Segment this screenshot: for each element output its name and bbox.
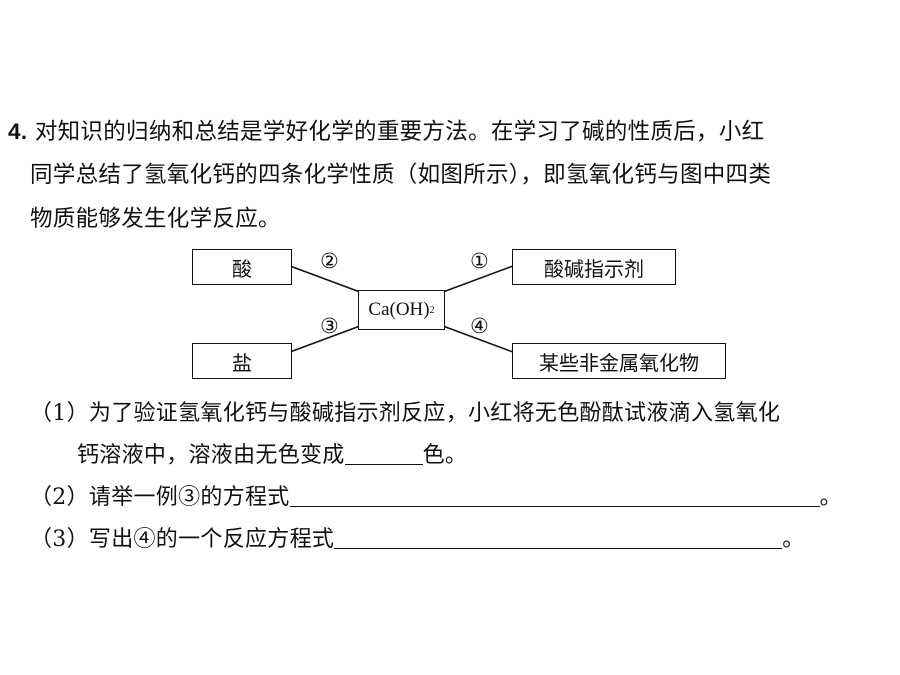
answer-blank-2[interactable] <box>289 486 820 507</box>
q1-suffix: 色。 <box>422 443 468 468</box>
question-stem-line-1: 4. 对知识的归纳和总结是学好化学的重要方法。在学习了碱的性质后，小红 <box>8 119 765 145</box>
mark-2: ② <box>320 249 339 273</box>
question-stem-line-2: 同学总结了氢氧化钙的四条化学性质（如图所示），即氢氧化钙与图中四类 <box>30 162 772 188</box>
sub-question-2: （2）请举一例③的方程式 。 <box>30 486 842 509</box>
sub-question-1-line-1: （1）为了验证氢氧化钙与酸碱指示剂反应，小红将无色酚酞试液滴入氢氧化 <box>30 401 781 426</box>
box-nonmetal-oxide: 某些非金属氧化物 <box>512 343 726 379</box>
connector-acid <box>289 265 361 293</box>
answer-blank-1[interactable] <box>344 444 423 465</box>
q2-prefix: （2）请举一例③的方程式 <box>30 485 290 510</box>
box-acid-base-indicator: 酸碱指示剂 <box>512 249 676 285</box>
q1-prefix: 钙溶液中，溶液由无色变成 <box>77 443 345 468</box>
connector-indicator <box>442 265 514 293</box>
box-calcium-hydroxide: Ca(OH)2 <box>358 290 445 330</box>
center-formula-subscript: 2 <box>429 304 435 316</box>
answer-blank-3[interactable] <box>334 528 783 549</box>
box-acid: 酸 <box>192 249 292 285</box>
mark-3: ③ <box>320 314 339 338</box>
stem-text-1: 对知识的归纳和总结是学好化学的重要方法。在学习了碱的性质后，小红 <box>34 119 765 145</box>
mark-1: ① <box>470 249 489 273</box>
q3-prefix: （3）写出④的一个反应方程式 <box>30 527 335 552</box>
box-salt: 盐 <box>192 343 292 379</box>
question-stem-line-3: 物质能够发生化学反应。 <box>30 206 281 232</box>
connector-nonmetal-oxide <box>442 325 514 353</box>
connector-salt <box>289 325 361 353</box>
q3-suffix: 。 <box>782 527 805 552</box>
center-formula: Ca(OH) <box>368 299 430 320</box>
q2-suffix: 。 <box>819 485 842 510</box>
sub-question-1-line-2: 钙溶液中，溶液由无色变成 色。 <box>77 444 467 467</box>
question-number: 4. <box>8 119 28 144</box>
sub-question-3: （3）写出④的一个反应方程式 。 <box>30 528 805 551</box>
mark-4: ④ <box>470 314 489 338</box>
